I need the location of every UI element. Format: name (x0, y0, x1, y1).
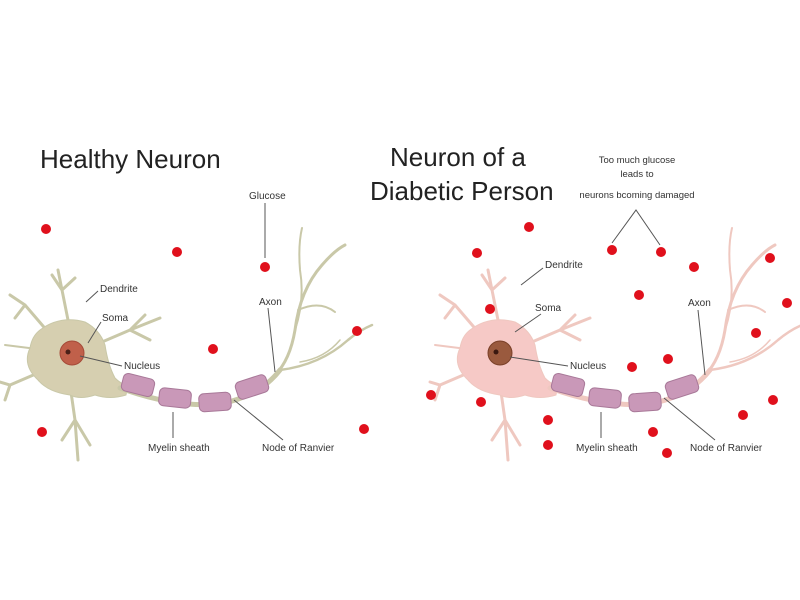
leader-line (697, 309, 706, 376)
glucose-dot (627, 362, 637, 372)
label-node-of-ranvier-diabetic: Node of Ranvier (690, 443, 763, 454)
label-soma-diabetic: Soma (535, 303, 562, 314)
diabetic-neuron-title-line1: Neuron of a (390, 142, 526, 172)
leader-line (79, 355, 123, 367)
glucose-dot (476, 397, 486, 407)
glucose-dots-right (426, 222, 792, 458)
glucose-dot (41, 224, 51, 234)
glucose-dot (543, 440, 553, 450)
healthy-neuron-title: Healthy Neuron (40, 144, 221, 174)
label-dendrite-diabetic: Dendrite (545, 260, 583, 271)
leader-line (85, 290, 99, 303)
glucose-dot (689, 262, 699, 272)
glucose-dot (172, 247, 182, 257)
label-nucleus: Nucleus (124, 361, 160, 372)
annotation-line1: Too much glucose (599, 155, 676, 166)
nucleus (487, 340, 513, 366)
healthy-neuron (0, 228, 372, 460)
leader-line (267, 307, 276, 373)
glucose-dot (208, 344, 218, 354)
glucose-dot (656, 247, 666, 257)
leader-line (514, 313, 542, 333)
diabetic-neuron (430, 228, 800, 460)
annotation-line3: neurons bcoming damaged (579, 190, 694, 201)
diabetic-neuron-title-line2: Diabetic Person (370, 176, 554, 206)
leader-line (520, 267, 544, 286)
label-glucose: Glucose (249, 191, 286, 202)
glucose-dot (648, 427, 658, 437)
leader-line (509, 356, 569, 367)
glucose-dot (485, 304, 495, 314)
glucose-dot (607, 245, 617, 255)
glucose-dot (359, 424, 369, 434)
glucose-dot (352, 326, 362, 336)
leaders-right (509, 209, 716, 441)
label-dendrite: Dendrite (100, 284, 138, 295)
glucose-dots-left (37, 224, 369, 437)
label-axon-diabetic: Axon (688, 298, 711, 309)
label-node-of-ranvier: Node of Ranvier (262, 443, 335, 454)
label-axon: Axon (259, 297, 282, 308)
label-myelin-sheath: Myelin sheath (148, 443, 210, 454)
glucose-dot (738, 410, 748, 420)
glucose-dot (765, 253, 775, 263)
glucose-dot (472, 248, 482, 258)
glucose-dot (543, 415, 553, 425)
glucose-dot (426, 390, 436, 400)
leaders-left (79, 203, 284, 441)
glucose-dot (524, 222, 534, 232)
glucose-dot (634, 290, 644, 300)
leader-line (611, 209, 661, 246)
leader-line (233, 399, 284, 441)
glucose-dot (260, 262, 270, 272)
glucose-dot (662, 448, 672, 458)
leader-line (87, 321, 102, 344)
nucleus (59, 340, 85, 366)
label-myelin-sheath-diabetic: Myelin sheath (576, 443, 638, 454)
label-soma: Soma (102, 313, 129, 324)
label-nucleus-diabetic: Nucleus (570, 361, 606, 372)
glucose-dot (751, 328, 761, 338)
glucose-dot (663, 354, 673, 364)
glucose-dot (37, 427, 47, 437)
glucose-dot (768, 395, 778, 405)
leader-line (663, 397, 716, 441)
glucose-dot (782, 298, 792, 308)
annotation-line2: leads to (620, 169, 653, 180)
